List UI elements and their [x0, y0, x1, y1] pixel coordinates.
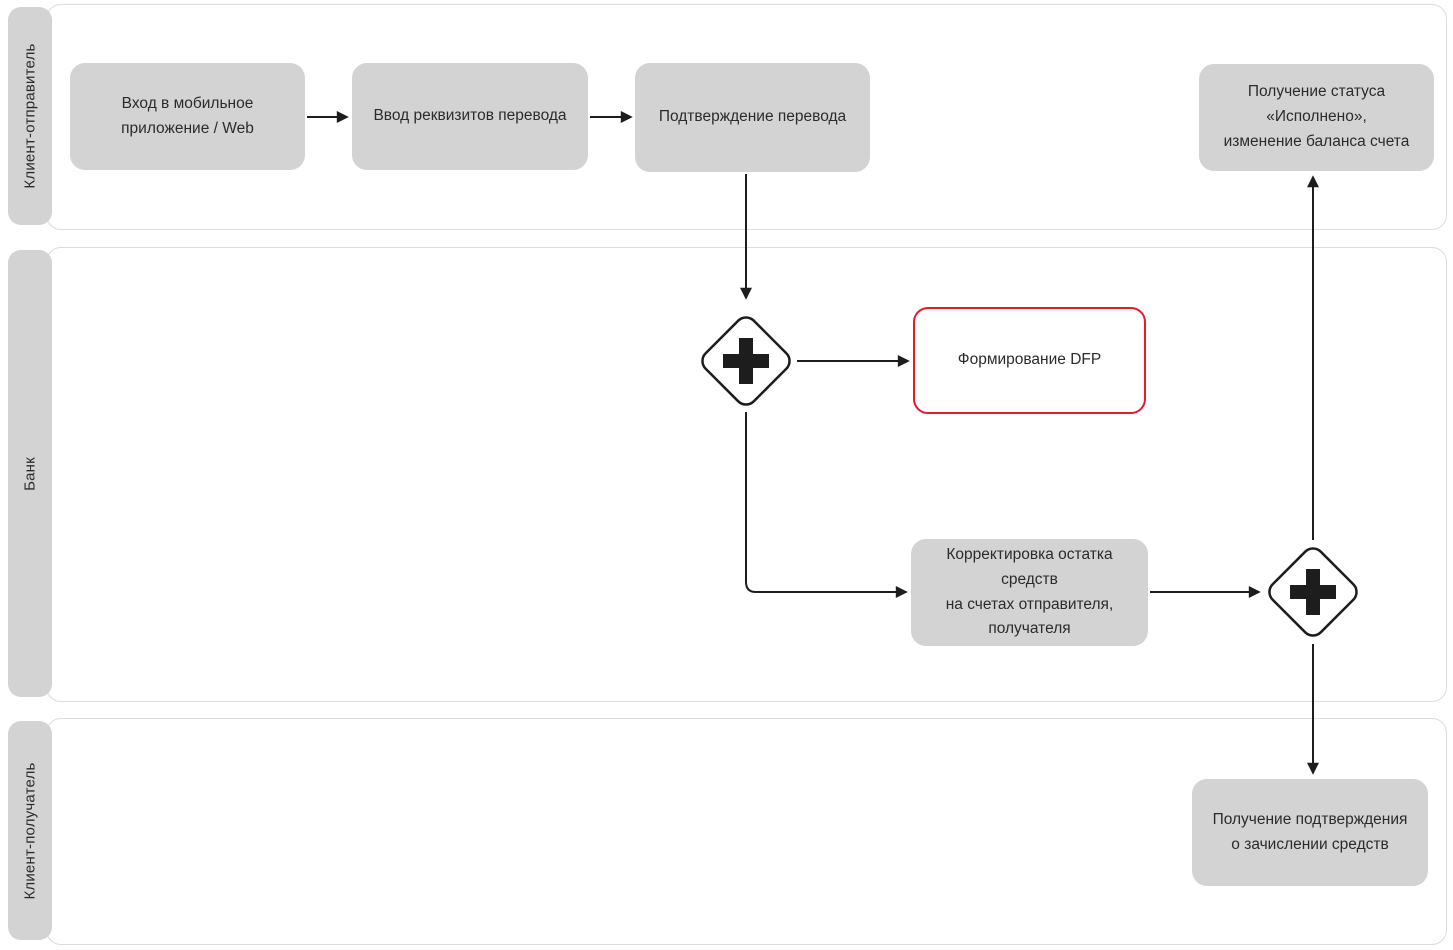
- lane-bank-body: [46, 247, 1447, 702]
- task-login: Вход в мобильное приложение / Web: [70, 63, 305, 170]
- lane-label: Банк: [21, 456, 39, 491]
- task-enter-details: Ввод реквизитов перевода: [352, 63, 588, 170]
- lane-label: Клиент-отправитель: [21, 43, 39, 189]
- lane-label: Клиент-получатель: [21, 761, 39, 900]
- task-status-received: Получение статуса «Исполнено», изменение…: [1199, 64, 1434, 171]
- lane-bank-header: Банк: [8, 250, 52, 697]
- task-credit-confirmation: Получение подтверждения о зачислении сре…: [1192, 779, 1428, 886]
- task-dfp-generation: Формирование DFP: [913, 307, 1146, 414]
- lane-bank: Банк: [0, 247, 1453, 702]
- lane-client-recipient-header: Клиент-получатель: [8, 721, 52, 940]
- lane-client-sender-header: Клиент-отправитель: [8, 7, 52, 225]
- task-confirm-transfer: Подтверждение перевода: [635, 63, 870, 172]
- task-balance-adjustment: Корректировка остатка средств на счетах …: [911, 539, 1148, 646]
